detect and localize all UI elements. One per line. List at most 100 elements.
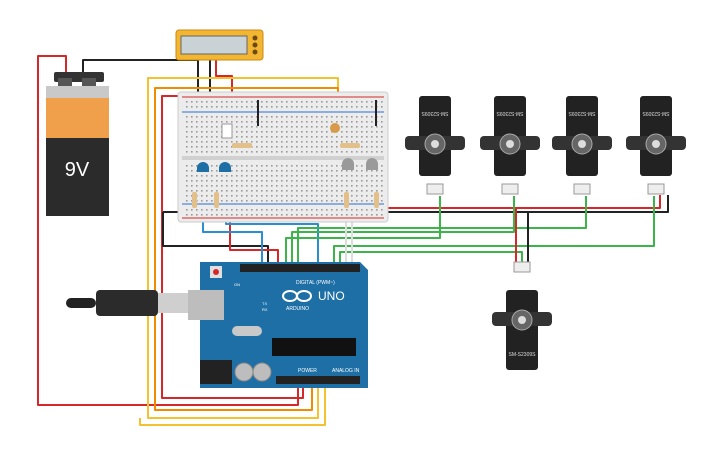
breadboard-hole bbox=[296, 190, 298, 192]
breadboard-hole bbox=[216, 121, 218, 123]
breadboard-hole bbox=[236, 170, 238, 172]
breadboard-hole bbox=[346, 151, 348, 153]
breadboard-hole bbox=[196, 126, 198, 128]
breadboard-hole bbox=[286, 170, 288, 172]
breadboard-hole bbox=[301, 136, 303, 138]
breadboard-hole bbox=[251, 116, 253, 118]
breadboard-hole bbox=[341, 214, 343, 216]
breadboard-hole bbox=[211, 165, 213, 167]
breadboard-hole bbox=[381, 209, 383, 211]
breadboard-hole bbox=[276, 151, 278, 153]
battery-terminal-left bbox=[58, 78, 72, 86]
breadboard-hole bbox=[191, 151, 193, 153]
breadboard-hole bbox=[301, 214, 303, 216]
breadboard-hole bbox=[206, 116, 208, 118]
breadboard-hole bbox=[256, 209, 258, 211]
breadboard-hole bbox=[351, 175, 353, 177]
breadboard-hole bbox=[281, 170, 283, 172]
breadboard-hole bbox=[326, 175, 328, 177]
breadboard-hole bbox=[291, 180, 293, 182]
breadboard-hole bbox=[376, 214, 378, 216]
breadboard-hole bbox=[271, 209, 273, 211]
breadboard-hole bbox=[316, 209, 318, 211]
breadboard-hole bbox=[371, 170, 373, 172]
breadboard-hole bbox=[281, 141, 283, 143]
breadboard-hole bbox=[246, 136, 248, 138]
breadboard-hole bbox=[306, 165, 308, 167]
breadboard-hole bbox=[196, 175, 198, 177]
breadboard-hole bbox=[371, 121, 373, 123]
breadboard-hole bbox=[251, 131, 253, 133]
breadboard-hole bbox=[251, 141, 253, 143]
breadboard-hole bbox=[281, 165, 283, 167]
breadboard-hole bbox=[296, 209, 298, 211]
breadboard-hole bbox=[371, 209, 373, 211]
arduino-power-label: POWER bbox=[298, 368, 317, 374]
breadboard-hole bbox=[251, 195, 253, 197]
servo-label: SM-S2309S bbox=[496, 110, 524, 116]
breadboard-hole bbox=[336, 195, 338, 197]
breadboard-hole bbox=[376, 146, 378, 148]
breadboard-hole bbox=[191, 170, 193, 172]
breadboard-hole bbox=[306, 175, 308, 177]
breadboard-hole bbox=[341, 180, 343, 182]
breadboard-hole bbox=[356, 141, 358, 143]
breadboard-hole bbox=[361, 146, 363, 148]
breadboard-hole bbox=[251, 214, 253, 216]
breadboard-hole bbox=[266, 131, 268, 133]
breadboard-hole bbox=[191, 131, 193, 133]
breadboard-hole bbox=[186, 146, 188, 148]
breadboard-hole bbox=[201, 180, 203, 182]
wire-lcd-2 bbox=[215, 60, 233, 104]
breadboard-hole bbox=[371, 131, 373, 133]
breadboard-hole bbox=[261, 151, 263, 153]
breadboard-hole bbox=[366, 170, 368, 172]
breadboard-hole bbox=[221, 116, 223, 118]
breadboard-hole bbox=[326, 200, 328, 202]
breadboard-hole bbox=[311, 190, 313, 192]
breadboard-holes bbox=[186, 101, 383, 216]
breadboard-hole bbox=[231, 116, 233, 118]
breadboard-hole bbox=[346, 170, 348, 172]
usb-cable bbox=[66, 290, 188, 316]
breadboard-hole bbox=[241, 200, 243, 202]
breadboard-hole bbox=[351, 185, 353, 187]
breadboard-hole bbox=[301, 175, 303, 177]
breadboard-hole bbox=[196, 190, 198, 192]
arduino-reset-dot bbox=[213, 269, 219, 275]
breadboard-hole bbox=[191, 146, 193, 148]
usb-plug bbox=[158, 293, 188, 313]
breadboard-hole bbox=[251, 151, 253, 153]
breadboard-hole bbox=[346, 190, 348, 192]
breadboard-hole bbox=[326, 131, 328, 133]
breadboard-hole bbox=[311, 200, 313, 202]
breadboard-hole bbox=[281, 116, 283, 118]
breadboard-hole bbox=[261, 165, 263, 167]
breadboard-hole bbox=[246, 101, 248, 103]
breadboard-hole bbox=[326, 121, 328, 123]
breadboard-hole bbox=[211, 185, 213, 187]
breadboard-hole bbox=[376, 131, 378, 133]
breadboard-hole bbox=[266, 101, 268, 103]
breadboard-hole bbox=[326, 141, 328, 143]
breadboard-hole bbox=[381, 190, 383, 192]
breadboard-hole bbox=[341, 126, 343, 128]
breadboard-hole bbox=[196, 146, 198, 148]
breadboard-hole bbox=[186, 131, 188, 133]
breadboard-hole bbox=[291, 141, 293, 143]
breadboard-hole bbox=[371, 106, 373, 108]
breadboard-hole bbox=[371, 214, 373, 216]
breadboard-hole bbox=[286, 180, 288, 182]
breadboard-hole bbox=[221, 121, 223, 123]
breadboard-hole bbox=[231, 146, 233, 148]
breadboard-hole bbox=[356, 136, 358, 138]
breadboard-hole bbox=[366, 141, 368, 143]
breadboard-hole bbox=[236, 151, 238, 153]
breadboard-hole bbox=[236, 136, 238, 138]
breadboard-hole bbox=[191, 214, 193, 216]
breadboard-hole bbox=[316, 101, 318, 103]
breadboard-hole bbox=[371, 180, 373, 182]
lcd-knob-2 bbox=[252, 42, 258, 48]
breadboard-hole bbox=[211, 106, 213, 108]
breadboard-hole bbox=[251, 136, 253, 138]
